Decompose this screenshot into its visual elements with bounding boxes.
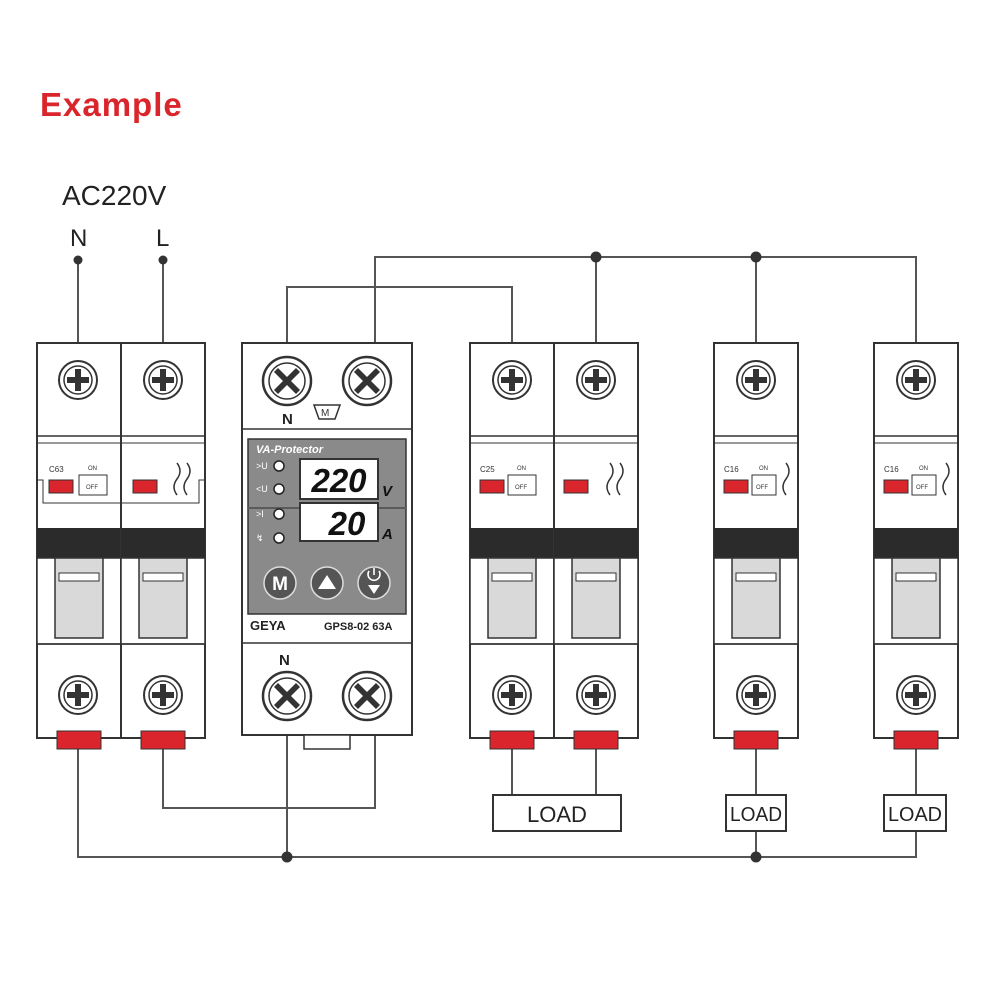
branch1-indicator-2 xyxy=(563,479,589,494)
main-breaker-rating: C63 xyxy=(49,465,64,474)
indicator-label-undervoltage: <U xyxy=(256,484,268,494)
wire-top-bus xyxy=(374,256,917,380)
main-breaker-on: ON xyxy=(88,466,97,472)
load-label-1: LOAD xyxy=(527,802,587,827)
branch-breaker-c16-a: C16 ON OFF xyxy=(713,342,799,750)
junction-dot xyxy=(750,851,762,863)
protector-bottom-terminal-label: N xyxy=(279,652,290,669)
junction-dot xyxy=(73,255,83,265)
wire-l-loop xyxy=(162,700,376,809)
load-box-1: LOAD xyxy=(492,794,622,832)
up-arrow-icon xyxy=(318,575,336,589)
current-reading: 20 xyxy=(328,505,366,542)
indicator-label-fault: ↯ xyxy=(256,533,264,543)
branch1-indicator-1 xyxy=(479,479,505,494)
branch2-on: ON xyxy=(759,466,768,472)
page-title: Example xyxy=(40,86,183,123)
junctions xyxy=(73,251,762,863)
wire-bottom-bus xyxy=(77,700,917,858)
load-label-2: LOAD xyxy=(730,804,782,826)
branch3-on: ON xyxy=(919,466,928,472)
protector-model: GPS8-02 63A xyxy=(324,621,393,633)
indicator-label-overvoltage: >U xyxy=(256,461,268,471)
menu-button-label: M xyxy=(272,574,288,595)
branch1-rating: C25 xyxy=(480,465,495,474)
protector-top-badge: M xyxy=(321,408,329,419)
main-breaker-indicator-2 xyxy=(132,479,158,494)
junction-dot xyxy=(750,251,762,263)
main-breaker: C63 ON OFF xyxy=(36,342,206,750)
protector-top-terminal-label: N xyxy=(282,411,293,428)
branch3-off: OFF xyxy=(916,485,928,491)
menu-button[interactable]: M xyxy=(263,566,297,600)
voltage-reading: 220 xyxy=(310,462,367,499)
load-box-2: LOAD xyxy=(725,794,787,832)
branch1-on: ON xyxy=(517,466,526,472)
indicator-led-undervoltage xyxy=(273,483,285,495)
junction-dot xyxy=(590,251,602,263)
wire-protector-to-c25 xyxy=(286,286,513,380)
current-display xyxy=(299,502,379,542)
indicator-led-overvoltage xyxy=(273,460,285,472)
branch2-off: OFF xyxy=(756,485,768,491)
branch3-indicator xyxy=(883,479,909,494)
branch2-rating: C16 xyxy=(724,465,739,474)
current-unit: A xyxy=(381,526,393,543)
supply-voltage-label: AC220V xyxy=(62,180,167,211)
branch-breaker-c16-b: C16 ON OFF xyxy=(873,342,959,750)
neutral-label: N xyxy=(70,225,88,252)
indicator-led-overcurrent xyxy=(273,508,285,520)
power-down-icon xyxy=(367,568,381,582)
line-label: L xyxy=(156,225,170,252)
up-button[interactable] xyxy=(310,566,344,600)
protector-brand: GEYA xyxy=(250,618,286,633)
junction-dot xyxy=(281,851,293,863)
voltage-unit: V xyxy=(382,483,394,500)
branch1-off: OFF xyxy=(515,485,527,491)
main-breaker-indicator-1 xyxy=(48,479,74,494)
load-box-3: LOAD xyxy=(883,794,947,832)
voltage-display xyxy=(299,458,379,500)
junction-dot xyxy=(158,255,168,265)
protector-product-label: VA-Protector xyxy=(256,444,324,456)
va-protector: N M N VA-Protector 220 V 20 A >U <U >I ↯… xyxy=(241,342,413,750)
indicator-label-overcurrent: >I xyxy=(256,509,264,519)
branch3-rating: C16 xyxy=(884,465,899,474)
load-label-3: LOAD xyxy=(888,804,942,826)
main-breaker-off: OFF xyxy=(86,485,98,491)
indicator-led-fault xyxy=(273,532,285,544)
power-down-button[interactable] xyxy=(357,566,391,600)
branch-breaker-c25: C25 ON OFF xyxy=(469,342,639,750)
branch2-indicator xyxy=(723,479,749,494)
